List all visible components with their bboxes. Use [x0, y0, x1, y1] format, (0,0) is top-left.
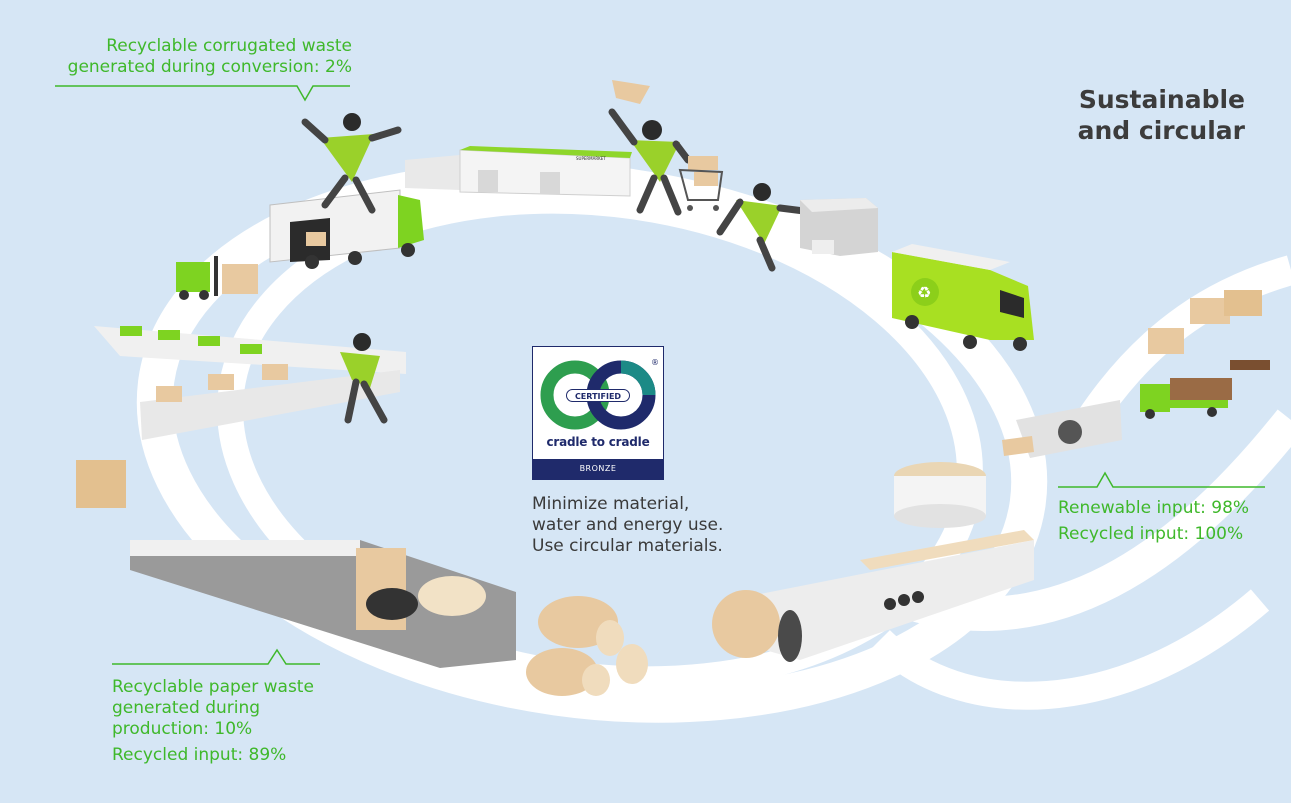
conveyor-icon: [800, 198, 878, 256]
supermarket-icon: SUPERMARKET: [405, 146, 632, 197]
page-title: Sustainable and circular: [1010, 84, 1245, 146]
badge-wordmark: cradle to cradle: [546, 435, 650, 449]
delivery-truck-icon: [269, 189, 424, 269]
title-line-1: Sustainable: [1078, 85, 1245, 114]
recycling-truck-icon: ♻: [892, 244, 1034, 351]
center-statement: Minimize material, water and energy use.…: [532, 494, 723, 557]
shopping-cart-icon: [678, 156, 724, 211]
badge-level: BRONZE: [533, 459, 663, 479]
callout-text: production: 10%: [112, 719, 253, 739]
callout-text: generated during conversion: 2%: [67, 57, 352, 77]
conveyor-icon: [1002, 400, 1122, 458]
callout-inputs: Renewable input: 98% Recycled input: 100…: [1058, 498, 1249, 545]
person-icon: [716, 183, 816, 272]
cradle-to-cradle-badge: ® CERTIFIED cradle to cradle BRONZE: [532, 346, 664, 480]
timber-truck-icon: [1140, 360, 1270, 419]
center-line: Use circular materials.: [532, 536, 723, 556]
person-icon: [608, 80, 692, 216]
callout-paper-waste: Recyclable paper waste generated during …: [112, 677, 314, 766]
callout-text: Recyclable paper waste: [112, 677, 314, 697]
callout-renewable-input: Renewable input: 98%: [1058, 498, 1250, 518]
center-line: Minimize material,: [532, 494, 690, 514]
person-icon: [301, 113, 402, 214]
recycle-icon: ♻: [917, 283, 931, 302]
paper-roll-icon: [894, 462, 986, 528]
paper-machine-icon: [76, 460, 516, 668]
callout-text: generated during: [112, 698, 261, 718]
paper-roll-icon: [526, 596, 648, 696]
callout-recycled-input: Recycled input: 100%: [1058, 524, 1244, 544]
forklift-icon: [176, 256, 258, 300]
callout-recycled-input: Recycled input: 89%: [112, 745, 287, 765]
box-icon: [1148, 290, 1262, 354]
callout-text: Recyclable corrugated waste: [106, 36, 352, 56]
registered-mark: ®: [651, 358, 659, 367]
svg-text:SUPERMARKET: SUPERMARKET: [576, 156, 606, 161]
title-line-2: and circular: [1077, 116, 1245, 145]
paper-machine-icon: [712, 530, 1034, 662]
center-line: water and energy use.: [532, 515, 724, 535]
conveyor-icon: [94, 326, 406, 440]
callout-corrugated-waste: Recyclable corrugated waste generated du…: [40, 36, 352, 78]
badge-certified: CERTIFIED: [566, 389, 630, 402]
